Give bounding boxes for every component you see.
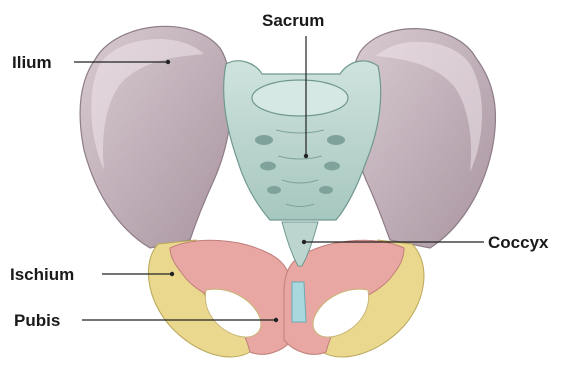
pubic-symphysis bbox=[292, 282, 306, 322]
coccyx-label: Coccyx bbox=[488, 233, 549, 252]
ilium-label: Ilium bbox=[12, 53, 52, 72]
sacrum-label: Sacrum bbox=[262, 11, 324, 30]
ischium-label: Ischium bbox=[10, 265, 74, 284]
pubis-label: Pubis bbox=[14, 311, 60, 330]
sacral-promontory bbox=[252, 80, 348, 116]
